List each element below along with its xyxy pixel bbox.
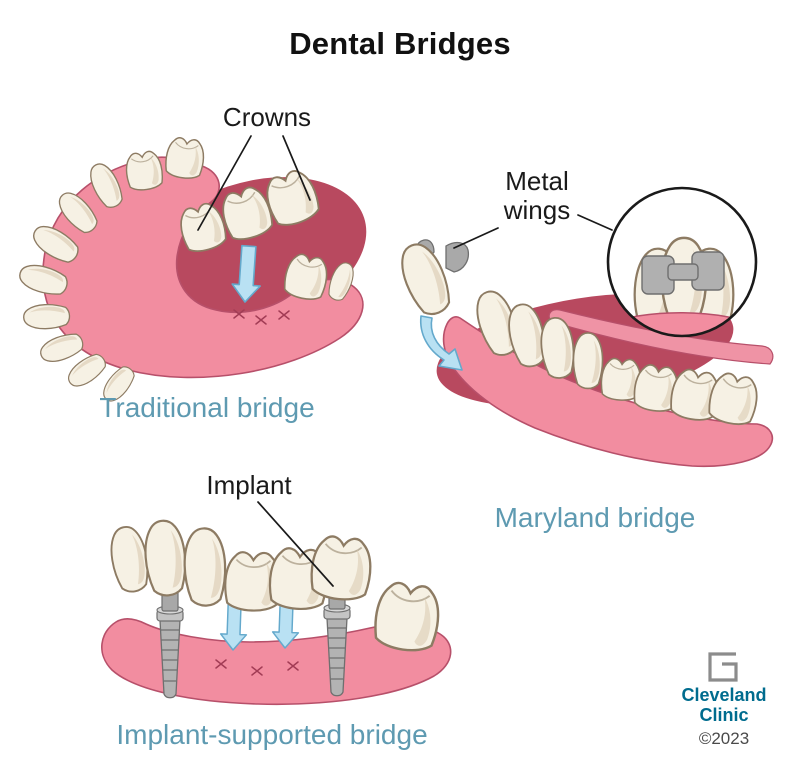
cleveland-clinic-logo-icon [708, 652, 738, 682]
tooth [572, 332, 604, 390]
crowns-label: Crowns [222, 102, 312, 132]
maryland-pontic-with-wings [392, 237, 470, 321]
traditional-bridge-caption: Traditional bridge [99, 392, 315, 423]
bridge-teeth-row [106, 518, 375, 613]
tooth [141, 518, 190, 599]
page-title: Dental Bridges [289, 26, 511, 61]
brand-line2: Clinic [699, 705, 749, 725]
crowns-pointer-lines [197, 135, 311, 231]
metal-wings-label-line2: wings [503, 195, 571, 225]
maryland-bridge-illustration [392, 186, 774, 468]
cleveland-clinic-wordmark: Cleveland Clinic [654, 685, 794, 725]
curved-arrow-icon [419, 315, 463, 371]
tooth [36, 329, 87, 367]
metal-wing-connector [667, 263, 699, 281]
tooth [307, 533, 375, 604]
metal-wing-right [445, 241, 470, 273]
brand-line1: Cleveland [681, 685, 767, 705]
magnifier-ring [606, 186, 758, 338]
gum-ridge [101, 618, 452, 706]
tooth [22, 303, 71, 331]
traditional-bridge-illustration [16, 135, 367, 407]
tooth [123, 149, 165, 193]
maryland-bridge-caption: Maryland bridge [494, 502, 696, 533]
implant-supported-bridge-caption: Implant-supported bridge [116, 719, 428, 750]
implant-screw-left [156, 586, 184, 699]
tooth [163, 135, 207, 182]
metal-wings-label: Metal wings [477, 167, 597, 225]
implant-supported-bridge-illustration [101, 501, 452, 706]
gum-gap-sutures [233, 309, 290, 325]
metal-wings-pointer-lines [453, 214, 613, 249]
copyright-text: ©2023 [698, 729, 750, 748]
implant-pointer-line [257, 501, 334, 587]
magnifier-inset [606, 186, 758, 338]
natural-molar-tooth [370, 579, 444, 656]
tooth [182, 526, 228, 608]
gum-sutures [215, 659, 299, 676]
metal-wings-label-line1: Metal [505, 166, 569, 196]
implant-label: Implant [206, 470, 292, 500]
